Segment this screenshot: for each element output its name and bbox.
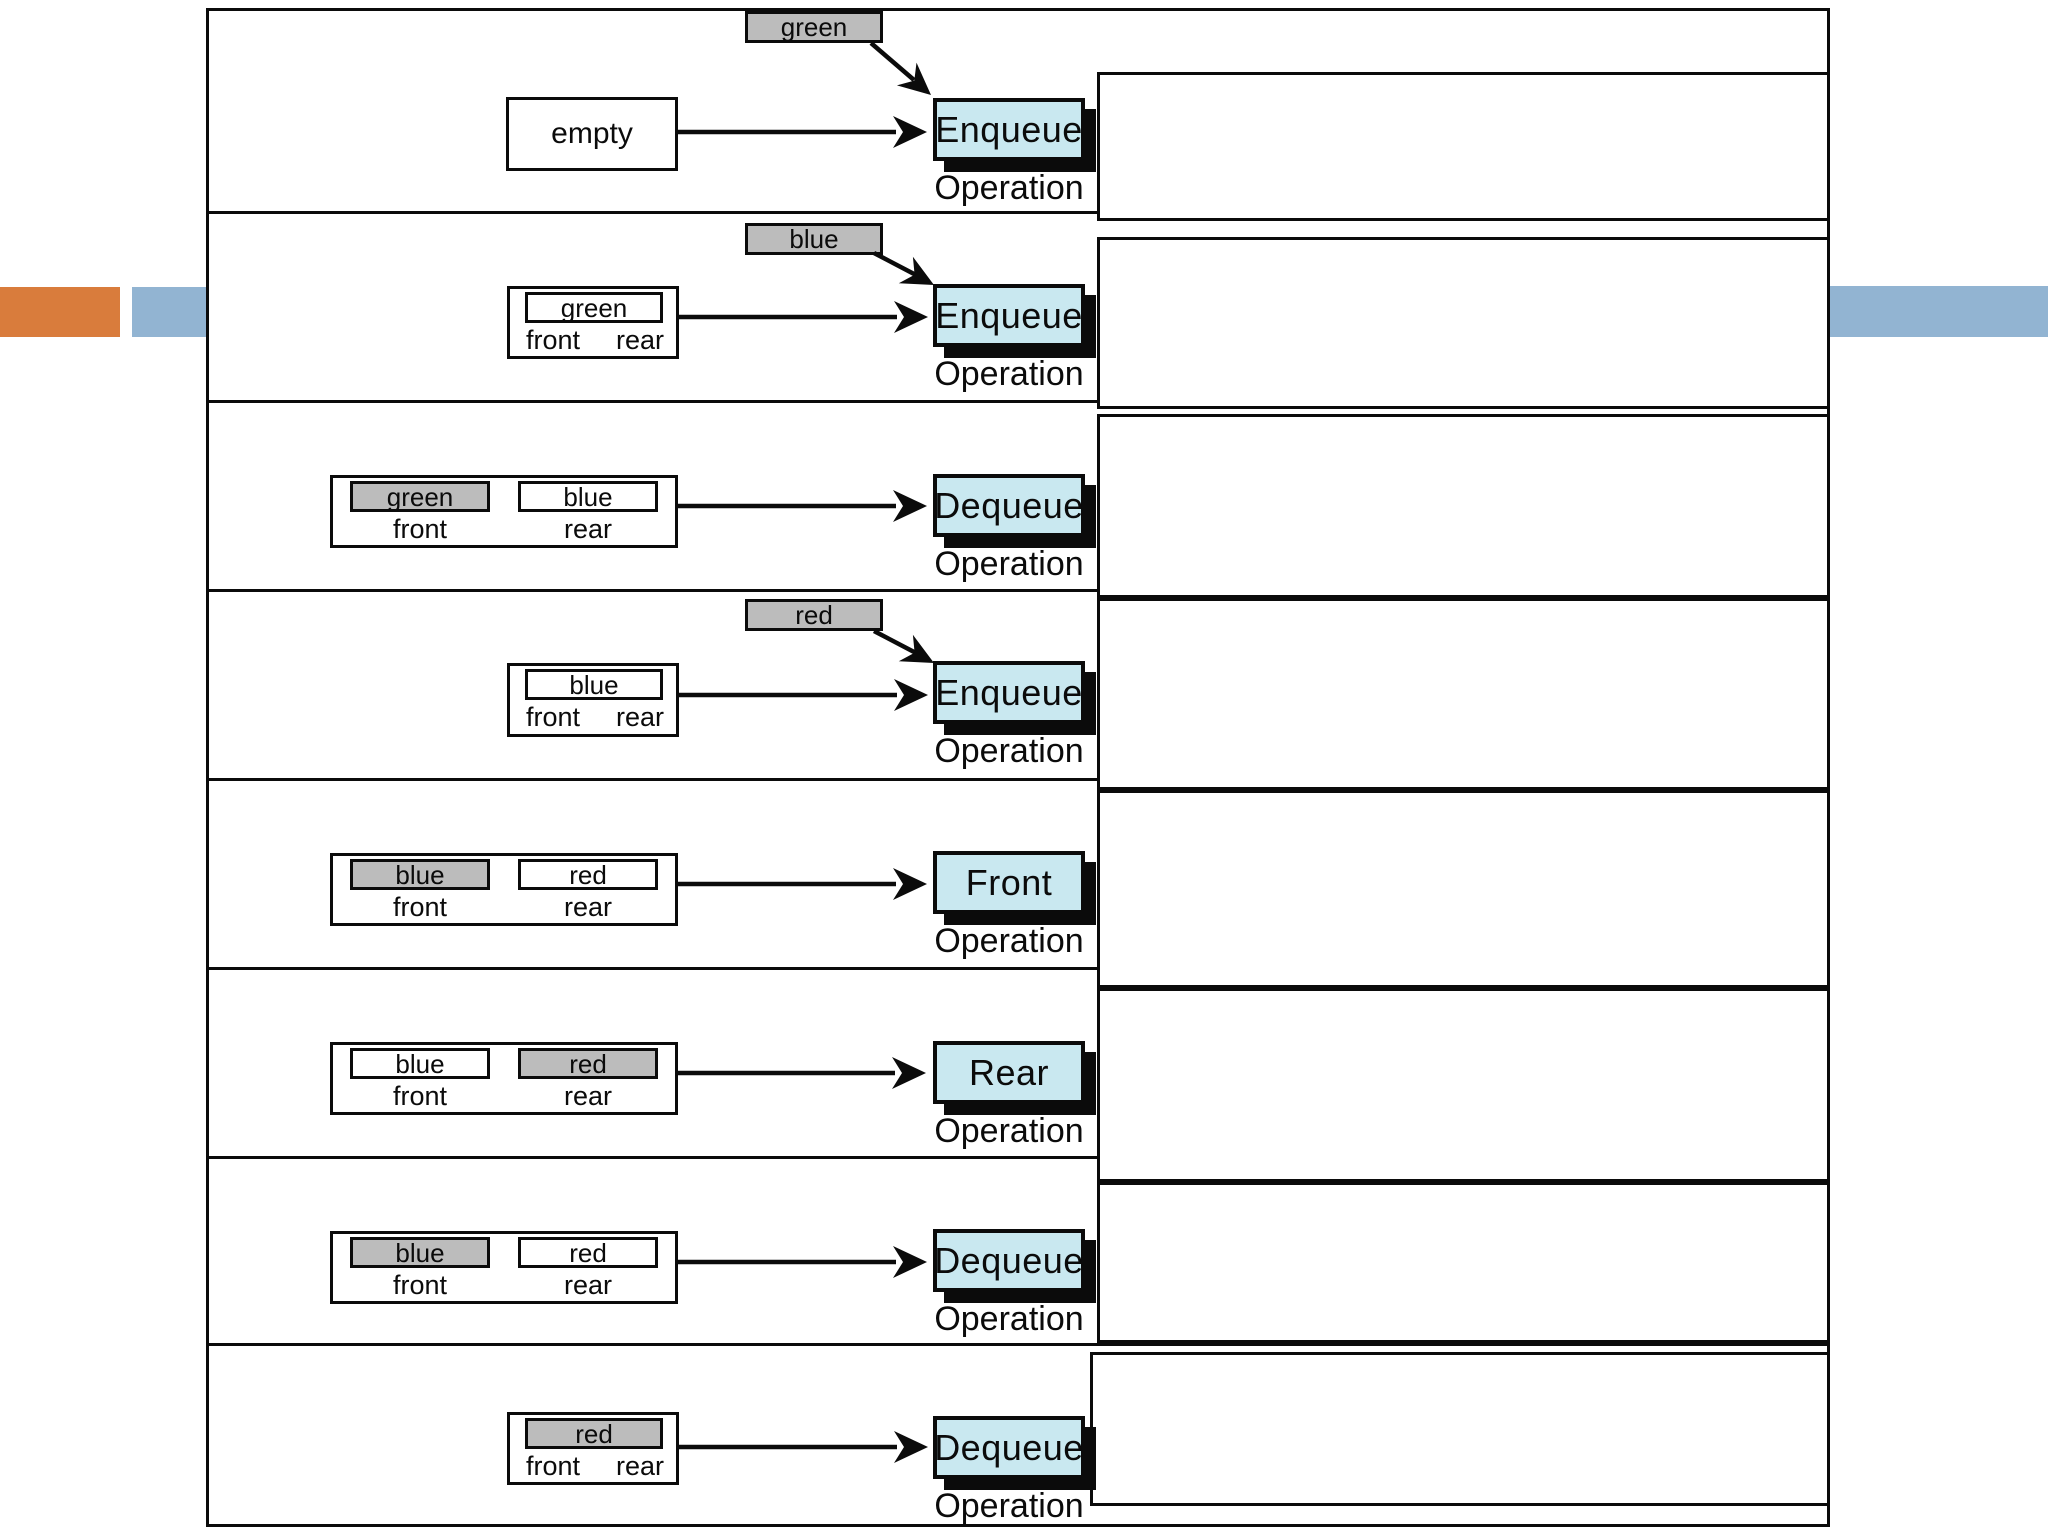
operation-text: Dequeue	[934, 1239, 1084, 1281]
queue-slot-text: red	[569, 1237, 607, 1268]
operation-text: Dequeue	[934, 1426, 1084, 1468]
incoming-item-text: red	[795, 599, 833, 630]
operation-box: Enqueue	[933, 661, 1085, 724]
operation-caption: Operation	[934, 732, 1084, 770]
queue-slot: red	[518, 1237, 658, 1268]
queue-slot-text: green	[386, 481, 454, 512]
operation-caption: Operation	[934, 169, 1084, 207]
queue-slot-text: blue	[395, 1237, 445, 1268]
operation-caption: Operation	[934, 545, 1084, 583]
accent-bar-blue-left	[132, 287, 206, 337]
empty-queue-box: empty	[506, 97, 678, 171]
operation-caption: Operation	[934, 1487, 1084, 1525]
operation-box: Dequeue	[933, 1229, 1085, 1292]
rear-label: rear	[563, 1081, 613, 1111]
front-label: front	[392, 1270, 448, 1300]
operation-box: Rear	[933, 1041, 1085, 1104]
flow-arrow-icon	[675, 1057, 926, 1089]
rear-label: rear	[615, 325, 665, 355]
queue-slot: green	[350, 481, 490, 512]
flow-arrow-icon	[676, 1246, 927, 1278]
queue-slot-text: red	[575, 1418, 613, 1449]
front-label: front	[525, 1451, 581, 1481]
queue-slot: red	[518, 1048, 658, 1079]
rear-label: rear	[563, 892, 613, 922]
operation-text: Front	[965, 861, 1053, 903]
queue-slot-text: red	[569, 1048, 607, 1079]
row-separator	[206, 967, 1830, 970]
result-box	[1097, 237, 1830, 409]
queue-slot: blue	[518, 481, 658, 512]
operation-caption: Operation	[934, 1300, 1084, 1338]
front-label: front	[392, 1081, 448, 1111]
incoming-item-label: red	[745, 599, 883, 631]
operation-box: Dequeue	[933, 474, 1085, 537]
operation-box: Front	[933, 851, 1085, 914]
queue-slot: blue	[350, 1048, 490, 1079]
flow-arrow-icon	[677, 679, 928, 711]
operation-box: Enqueue	[933, 284, 1085, 347]
result-box	[1097, 598, 1830, 790]
operation-caption: Operation	[934, 922, 1084, 960]
queue-slot-text: red	[569, 859, 607, 890]
operation-text: Rear	[968, 1051, 1050, 1093]
rear-label: rear	[615, 1451, 665, 1481]
result-box	[1097, 1182, 1830, 1343]
flow-arrow-icon	[676, 490, 927, 522]
front-label: front	[525, 702, 581, 732]
operation-text: Enqueue	[935, 671, 1083, 713]
queue-slot-text: blue	[395, 1048, 445, 1079]
row-separator	[206, 400, 1830, 403]
enqueue-arrow-icon	[872, 629, 934, 663]
flow-arrow-icon	[676, 116, 927, 148]
rear-label: rear	[615, 702, 665, 732]
row-separator	[206, 778, 1830, 781]
row-separator	[206, 211, 1830, 214]
flow-arrow-icon	[677, 1431, 928, 1463]
result-box	[1097, 414, 1830, 598]
operation-text: Dequeue	[934, 484, 1084, 526]
queue-slot: red	[518, 859, 658, 890]
empty-queue-text: empty	[551, 117, 633, 150]
front-label: front	[525, 325, 581, 355]
row-separator	[206, 589, 1830, 592]
enqueue-arrow-icon	[869, 41, 931, 95]
operation-caption: Operation	[934, 355, 1084, 393]
queue-slot-text: green	[560, 292, 628, 323]
front-label: front	[392, 514, 448, 544]
row-separator	[206, 1156, 1830, 1159]
operation-caption: Operation	[934, 1112, 1084, 1150]
row-separator	[206, 1343, 1830, 1346]
queue-slot: blue	[525, 669, 663, 700]
accent-bar-orange	[0, 287, 120, 337]
result-box	[1090, 1352, 1830, 1506]
operation-box: Dequeue	[933, 1416, 1085, 1479]
result-box	[1097, 790, 1830, 988]
flow-arrow-icon	[676, 868, 927, 900]
incoming-item-label: green	[745, 11, 883, 43]
front-label: front	[392, 892, 448, 922]
queue-slot-text: blue	[563, 481, 613, 512]
queue-slot: red	[525, 1418, 663, 1449]
incoming-item-text: green	[780, 11, 848, 42]
queue-slot-text: blue	[395, 859, 445, 890]
result-box	[1097, 72, 1830, 221]
queue-slot-text: blue	[569, 669, 619, 700]
operation-text: Enqueue	[935, 108, 1083, 150]
enqueue-arrow-icon	[872, 251, 934, 285]
accent-bar-blue-right	[1828, 286, 2048, 337]
queue-slot: blue	[350, 859, 490, 890]
operation-box: Enqueue	[933, 98, 1085, 161]
incoming-item-text: blue	[789, 223, 839, 254]
flow-arrow-icon	[677, 301, 928, 333]
result-box	[1097, 988, 1830, 1182]
rear-label: rear	[563, 514, 613, 544]
operation-text: Enqueue	[935, 294, 1083, 336]
queue-slot: blue	[350, 1237, 490, 1268]
incoming-item-label: blue	[745, 223, 883, 255]
rear-label: rear	[563, 1270, 613, 1300]
queue-slot: green	[525, 292, 663, 323]
